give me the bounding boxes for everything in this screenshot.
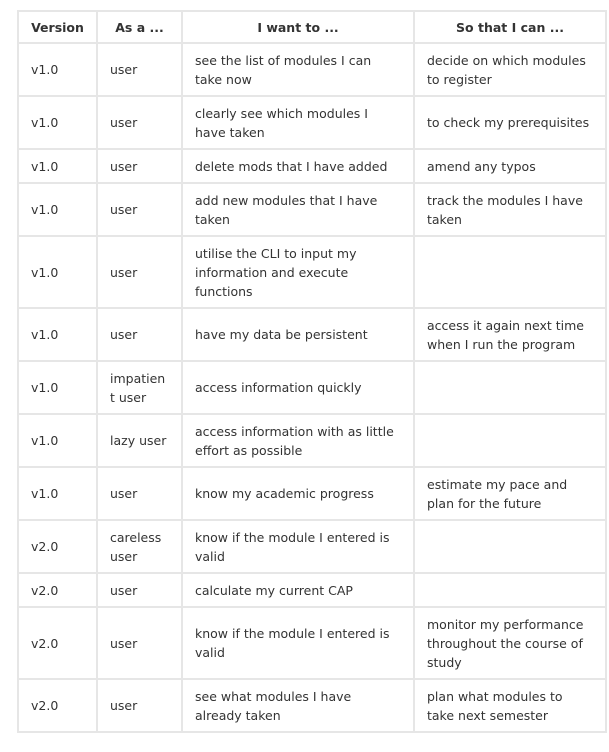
cell-want: delete mods that I have added: [181, 148, 415, 184]
cell-want: calculate my current CAP: [181, 572, 415, 608]
cell-so-that: [413, 572, 607, 608]
cell-role: user: [96, 182, 183, 237]
cell-role: user: [96, 235, 183, 309]
cell-role: user: [96, 466, 183, 521]
cell-role: careless user: [96, 519, 183, 574]
cell-version: v1.0: [17, 148, 98, 184]
cell-so-that: [413, 235, 607, 309]
cell-so-that: amend any typos: [413, 148, 607, 184]
cell-version: v2.0: [17, 519, 98, 574]
cell-version: v1.0: [17, 466, 98, 521]
cell-so-that: [413, 360, 607, 415]
cell-so-that: access it again next time when I run the…: [413, 307, 607, 362]
cell-want: access information quickly: [181, 360, 415, 415]
cell-role: user: [96, 148, 183, 184]
cell-version: v1.0: [17, 235, 98, 309]
cell-version: v1.0: [17, 307, 98, 362]
cell-want: know if the module I entered is valid: [181, 519, 415, 574]
header-want: I want to ...: [181, 10, 415, 44]
header-role: As a ...: [96, 10, 183, 44]
cell-version: v1.0: [17, 95, 98, 150]
cell-want: utilise the CLI to input my information …: [181, 235, 415, 309]
cell-want: have my data be persistent: [181, 307, 415, 362]
cell-want: add new modules that I have taken: [181, 182, 415, 237]
cell-so-that: track the modules I have taken: [413, 182, 607, 237]
cell-so-that: estimate my pace and plan for the future: [413, 466, 607, 521]
cell-role: user: [96, 606, 183, 680]
cell-version: v1.0: [17, 182, 98, 237]
header-so-that: So that I can ...: [413, 10, 607, 44]
cell-role: user: [96, 307, 183, 362]
cell-so-that: monitor my performance throughout the co…: [413, 606, 607, 680]
cell-want: access information with as little effort…: [181, 413, 415, 468]
cell-want: know my academic progress: [181, 466, 415, 521]
header-row: Version As a ... I want to ... So that I…: [17, 10, 607, 44]
cell-role: user: [96, 572, 183, 608]
cell-so-that: decide on which modules to register: [413, 42, 607, 97]
cell-version: v2.0: [17, 678, 98, 733]
cell-role: lazy user: [96, 413, 183, 468]
table-header: Version As a ... I want to ... So that I…: [17, 10, 607, 44]
cell-role: user: [96, 42, 183, 97]
cell-version: v2.0: [17, 572, 98, 608]
user-stories-table: Version As a ... I want to ... So that I…: [17, 10, 607, 733]
cell-role: user: [96, 95, 183, 150]
user-stories-container: Version As a ... I want to ... So that I…: [17, 10, 607, 733]
cell-version: v1.0: [17, 42, 98, 97]
header-version: Version: [17, 10, 98, 44]
cell-so-that: to check my prerequisites: [413, 95, 607, 150]
cell-want: see the list of modules I can take now: [181, 42, 415, 97]
cell-want: clearly see which modules I have taken: [181, 95, 415, 150]
cell-version: v1.0: [17, 413, 98, 468]
cell-want: know if the module I entered is valid: [181, 606, 415, 680]
cell-version: v1.0: [17, 360, 98, 415]
cell-so-that: plan what modules to take next semester: [413, 678, 607, 733]
cell-role: user: [96, 678, 183, 733]
cell-want: see what modules I have already taken: [181, 678, 415, 733]
cell-so-that: [413, 413, 607, 468]
cell-role: impatient user: [96, 360, 183, 415]
cell-version: v2.0: [17, 606, 98, 680]
cell-so-that: [413, 519, 607, 574]
